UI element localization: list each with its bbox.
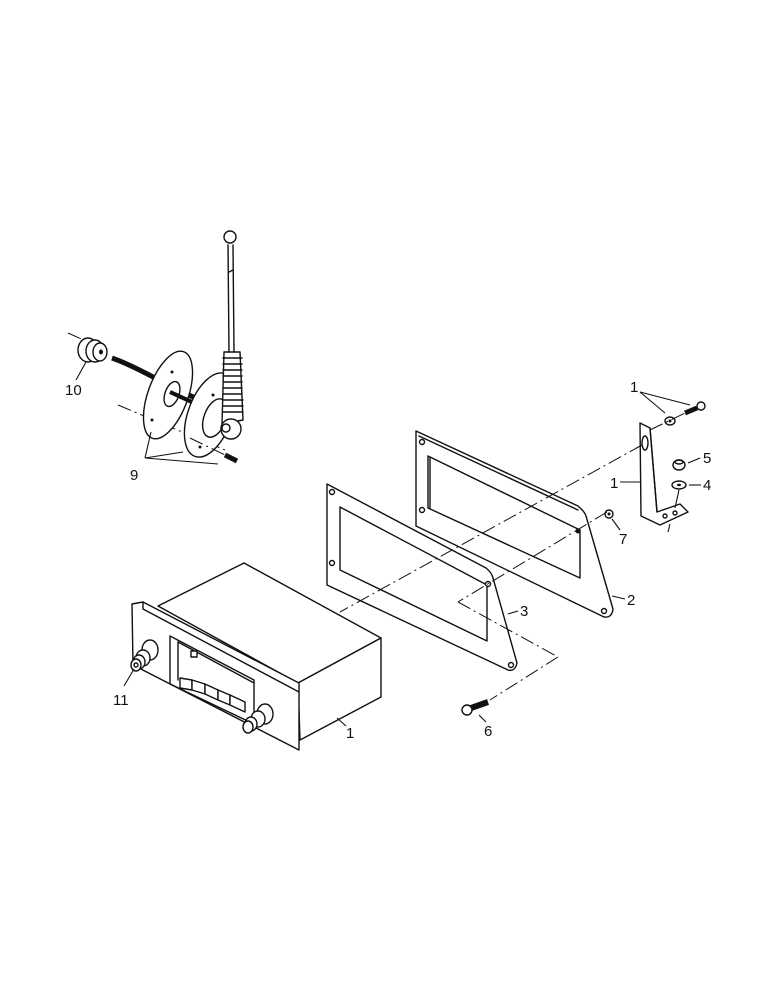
indicator [190,650,198,658]
label-part-7: 7 [619,531,627,548]
label-part-10: 10 [65,382,82,399]
label-part-1-radio: 1 [346,725,354,742]
label-part-9: 9 [130,467,138,484]
washer-part-4 [671,480,687,490]
label-part-5: 5 [703,450,711,467]
screw [189,437,239,464]
label-part-1-bracket: 1 [610,475,618,492]
label-part-4: 4 [703,477,711,494]
bolt-part-6 [461,699,489,716]
label-part-6: 6 [484,723,492,740]
radio-unit-part-1 [130,562,382,751]
bolt-and-washer-part-1 [639,391,706,431]
preset-buttons [179,677,246,713]
antenna-assembly: 10 9 [65,230,244,484]
bracket-part-1 [639,422,689,533]
label-part-2: 2 [627,592,635,609]
nut-part-5 [672,459,686,471]
mounting-plate-part-2 [415,430,614,618]
label-part-11: 11 [113,692,129,709]
knob-part-11 [130,639,159,672]
gasket-part-3 [326,483,518,672]
antenna-spring-coil [220,351,244,440]
grommet-part-10 [77,337,108,363]
alignment-lines [339,444,643,701]
nut-part-7 [604,509,614,519]
antenna-mast [223,230,237,353]
label-part-1-bolt: 1 [630,379,638,396]
label-part-3: 3 [520,603,528,620]
right-knob [242,703,274,734]
